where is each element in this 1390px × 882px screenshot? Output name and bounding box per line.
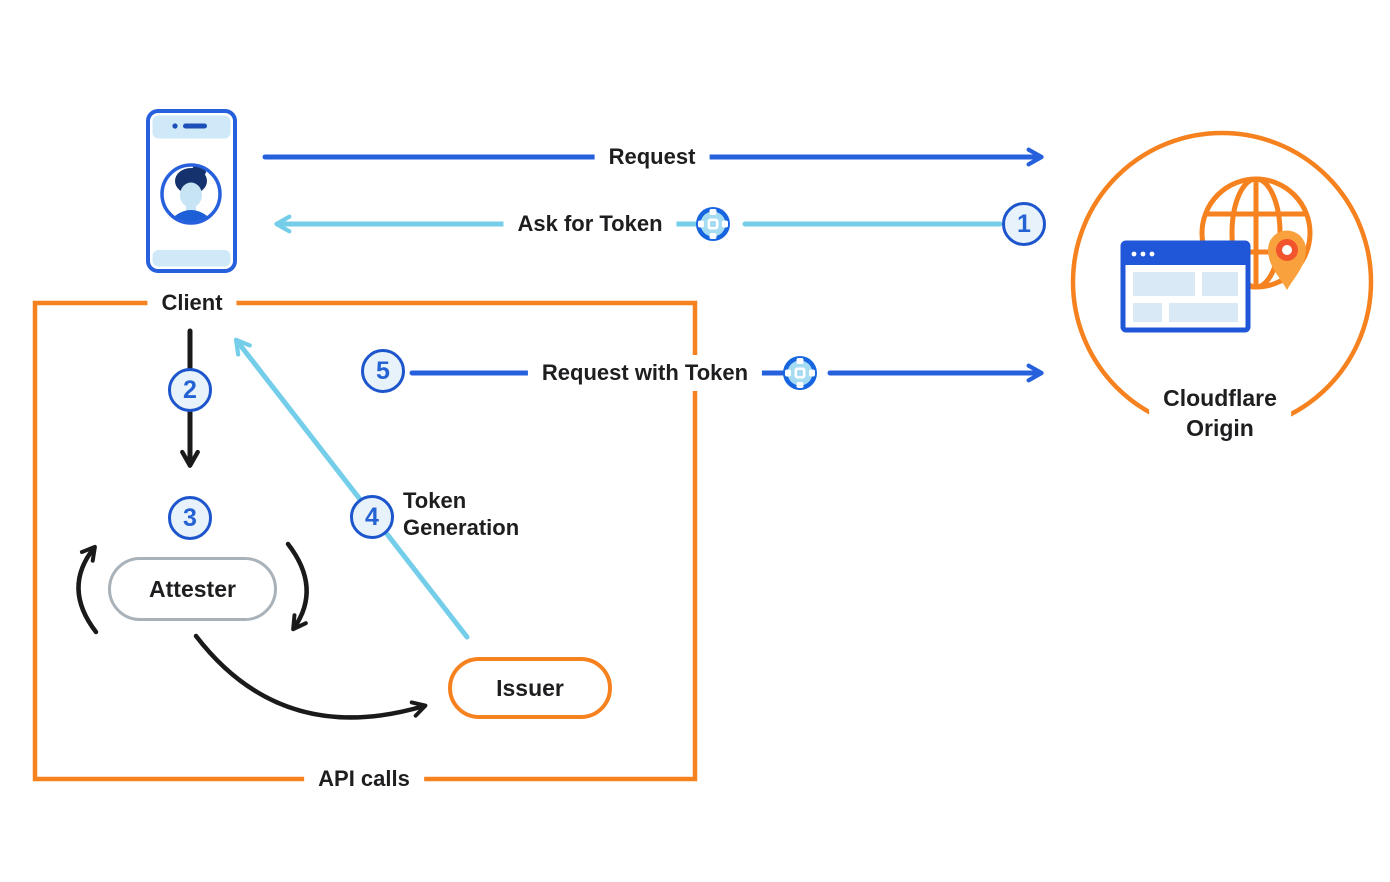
token-generation-label-line2: Generation: [403, 515, 520, 540]
token-icon: [783, 356, 817, 390]
issuer-pill: Issuer: [448, 657, 612, 719]
step-badge-4: 4: [350, 495, 394, 539]
step-badge-2: 2: [168, 368, 212, 412]
attester-label: Attester: [149, 575, 236, 602]
token-generation-label: Token Generation: [403, 487, 519, 541]
request-with-token-label: Request with Token: [527, 355, 763, 391]
request-label: Request: [594, 139, 710, 175]
step-badge-1: 1: [1002, 202, 1046, 246]
browser-window-icon: [1120, 240, 1251, 333]
client-phone-icon: [146, 109, 237, 273]
token-icon: [696, 207, 730, 241]
location-pin-icon: [1268, 230, 1306, 290]
attester-loop-left-arrow: [76, 544, 99, 635]
origin-label-line1: Cloudflare: [1163, 385, 1277, 411]
user-avatar-icon: [160, 163, 222, 225]
ask-for-token-label: Ask for Token: [503, 206, 677, 242]
step-badge-5: 5: [361, 349, 405, 393]
token-generation-label-line1: Token: [403, 488, 467, 513]
attester-to-issuer-arrow: [193, 633, 428, 720]
issuer-label: Issuer: [496, 674, 564, 701]
client-label: Client: [147, 285, 237, 321]
origin-label: Cloudflare Origin: [1149, 379, 1291, 447]
api-calls-label: API calls: [304, 761, 424, 797]
attester-loop-right-arrow: [285, 541, 309, 632]
token-generation-arrow: [233, 337, 470, 640]
origin-label-line2: Origin: [1186, 415, 1254, 441]
attester-pill: Attester: [108, 557, 277, 621]
step-badge-3: 3: [168, 496, 212, 540]
